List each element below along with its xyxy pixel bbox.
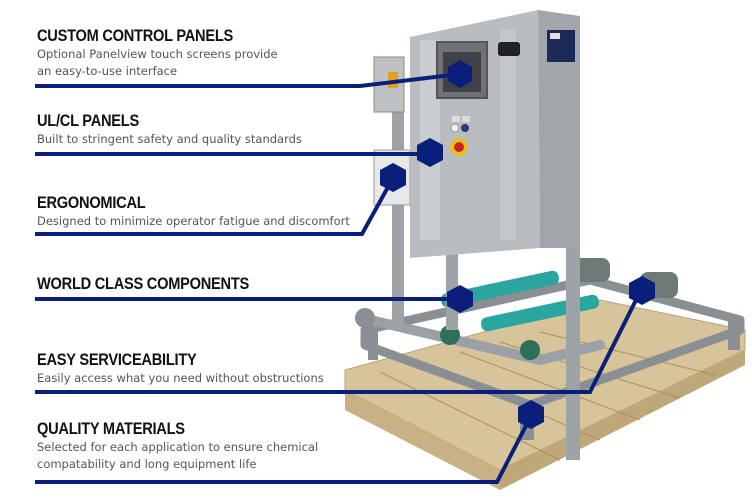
hexagon-marker-icon[interactable] [629, 276, 655, 305]
hexagon-marker-icon[interactable] [518, 400, 544, 429]
feature-description: Selected for each application to ensure … [37, 440, 319, 454]
feature-title: QUALITY MATERIALS [37, 419, 185, 438]
hexagon-marker-icon[interactable] [447, 285, 473, 313]
hexagon-marker-icon[interactable] [448, 60, 472, 88]
hexagon-marker-icon[interactable] [380, 163, 406, 192]
feature-title: EASY SERVICEABILITY [37, 350, 197, 369]
feature-easy-serviceability: EASY SERVICEABILITY Easily access what y… [37, 350, 324, 387]
feature-title: CUSTOM CONTROL PANELS [37, 26, 234, 45]
hexagon-marker-icon[interactable] [417, 138, 443, 167]
feature-title: ERGONOMICAL [37, 193, 146, 212]
callout-line-easy-serviceability [35, 289, 643, 394]
feature-custom-control-panels: CUSTOM CONTROL PANELS Optional Panelview… [37, 26, 278, 80]
feature-description: Designed to minimize operator fatigue an… [37, 214, 350, 228]
callout-line-custom-control-panels [35, 71, 463, 88]
feature-ul-cl-panels: UL/CL PANELS Built to stringent safety a… [37, 111, 302, 148]
feature-world-class-components: WORLD CLASS COMPONENTS [37, 274, 284, 294]
feature-title: WORLD CLASS COMPONENTS [37, 274, 250, 293]
feature-quality-materials: QUALITY MATERIALS Selected for each appl… [37, 419, 318, 473]
feature-description: an easy-to-use interface [37, 64, 178, 78]
feature-description: Easily access what you need without obst… [37, 371, 324, 385]
feature-description: Built to stringent safety and quality st… [37, 132, 302, 146]
feature-description: compatability and long equipment life [37, 457, 257, 471]
callout-line-quality-materials [35, 415, 533, 484]
callout-line-ergonomical [35, 175, 396, 236]
feature-description: Optional Panelview touch screens provide [37, 47, 278, 61]
feature-ergonomical: ERGONOMICAL Designed to minimize operato… [37, 193, 350, 230]
feature-title: UL/CL PANELS [37, 111, 139, 130]
